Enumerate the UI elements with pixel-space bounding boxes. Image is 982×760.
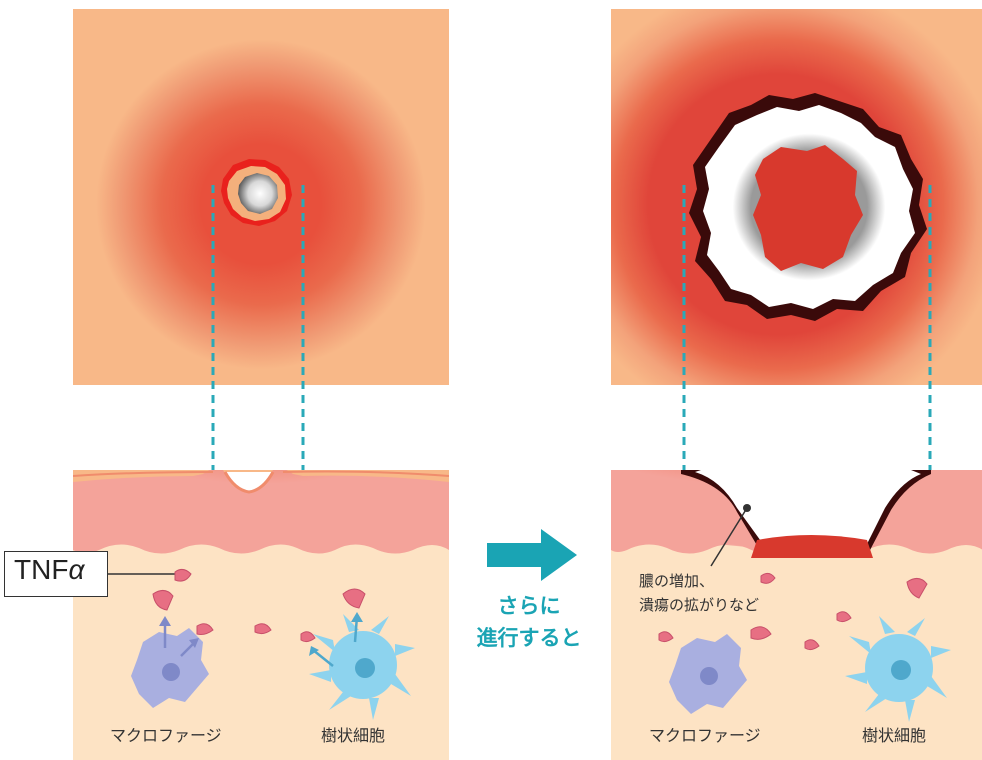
- progression-caption-line1: さらに: [459, 590, 599, 622]
- small-ulcer: [221, 159, 292, 226]
- early-lesion-cross-section: [73, 470, 449, 760]
- advanced-lesion-surface-view: [611, 9, 982, 385]
- pus-note-line1: 膿の増加、: [639, 570, 714, 591]
- ulcer-base: [751, 535, 873, 558]
- tnf-alpha-label: TNFα: [14, 554, 84, 586]
- early-lesion-surface-view: [73, 9, 449, 385]
- dendritic-cell-label-left: 樹状細胞: [321, 722, 385, 746]
- advanced-lesion-cross-section: [611, 470, 982, 760]
- tnf-prefix: TNF: [14, 554, 68, 585]
- macrophage-label-left: マクロファージ: [110, 722, 222, 746]
- macrophage-label-right: マクロファージ: [649, 722, 761, 746]
- tnf-alpha-symbol: α: [68, 554, 84, 585]
- large-ulcer: [689, 93, 927, 321]
- dendritic-cell-label-right: 樹状細胞: [862, 722, 926, 746]
- progression-caption-line2: 進行すると: [459, 622, 599, 654]
- progression-arrow: [485, 525, 585, 585]
- pus-note-line2: 潰瘍の拡がりなど: [639, 594, 759, 615]
